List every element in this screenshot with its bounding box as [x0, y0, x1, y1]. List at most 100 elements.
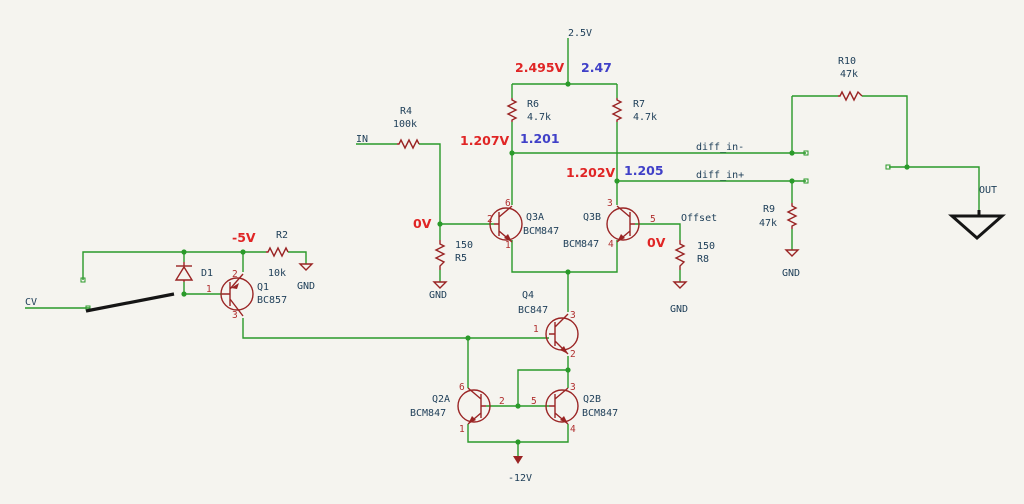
q1-value: BC857 [257, 295, 287, 306]
output-ground-icon [948, 210, 1006, 240]
pin-number: 2 [499, 396, 505, 407]
resistor-r10[interactable] [838, 90, 863, 102]
pin-number: 1 [505, 240, 511, 251]
junction-dot [181, 249, 187, 255]
gnd-label-r5: GND [429, 290, 447, 301]
wire-q3b-base [635, 223, 681, 240]
voltage-r6-top: 2.495V [515, 60, 565, 75]
pin-number: 1 [459, 424, 465, 435]
pin-number: 3 [570, 310, 576, 321]
pin-number: 6 [459, 382, 465, 393]
wire-r4-base [419, 143, 441, 240]
resistor-r7[interactable] [611, 98, 623, 122]
r10-value: 47k [840, 69, 858, 80]
pin-number: 3 [232, 310, 238, 321]
wire-q1-q4 [242, 318, 549, 339]
junction-dot [565, 81, 571, 87]
wire-end-marker [803, 178, 809, 184]
q2b-value: BCM847 [582, 408, 618, 419]
pin-number: 5 [531, 396, 537, 407]
supply-label: 2.5V [568, 28, 592, 39]
q2b-ref: Q2B [583, 394, 601, 405]
q4-ref: Q4 [522, 290, 534, 301]
r4-value: 100k [393, 119, 417, 130]
resistor-r6[interactable] [506, 98, 518, 122]
q1-ref: Q1 [257, 282, 269, 293]
junction-dot [465, 335, 471, 341]
wire-d1-base [183, 282, 222, 295]
transistor-q2b[interactable] [545, 387, 579, 425]
junction-dot [565, 367, 571, 373]
pin-number: 3 [570, 382, 576, 393]
r2-value: 10k [268, 268, 286, 279]
wire-emitter-tail [511, 240, 618, 273]
resistor-r9[interactable] [786, 203, 798, 229]
q4-value: BC847 [518, 305, 548, 316]
junction-dot [509, 150, 515, 156]
voltage-q3a-collector-sim: 1.201 [520, 131, 560, 146]
resistor-r8[interactable] [674, 240, 686, 270]
r5-value: 150 [455, 240, 473, 251]
wire-out [907, 166, 980, 210]
net-diff-in-minus: diff_in- [696, 142, 744, 153]
pin-number: 5 [650, 214, 656, 225]
voltage-q3a-collector: 1.207V [460, 133, 510, 148]
wire-q4-mirror [517, 356, 569, 406]
gnd-icon [298, 263, 314, 271]
neg-supply-icon [513, 456, 523, 464]
gnd-label-r2: GND [297, 281, 315, 292]
transistor-q4[interactable] [545, 313, 579, 355]
junction-dot [789, 150, 795, 156]
q3b-ref: Q3B [583, 212, 601, 223]
r8-value: 150 [697, 241, 715, 252]
wire-ends [80, 150, 891, 311]
wire-mirror-emitters [467, 424, 569, 443]
voltage-q3b-collector: 1.202V [566, 165, 616, 180]
voltage-q3b-collector-sim: 1.205 [624, 163, 664, 178]
gnd-label-r8: GND [670, 304, 688, 315]
pin-number: 4 [570, 424, 576, 435]
wires [25, 38, 980, 456]
r9-ref: R9 [763, 204, 775, 215]
in-label: IN [356, 134, 368, 145]
transistor-q1[interactable] [220, 273, 254, 317]
pin-number: 6 [505, 198, 511, 209]
voltage-q3b-base: 0V [647, 235, 666, 250]
neg-supply-label: -12V [508, 473, 532, 484]
r10-ref: R10 [838, 56, 856, 67]
d1-ref: D1 [201, 268, 213, 279]
wire-d1-top [82, 251, 244, 280]
resistor-r5[interactable] [434, 240, 446, 270]
r4-ref: R4 [400, 106, 412, 117]
transistor-q2a[interactable] [457, 387, 491, 425]
q3a-value: BCM847 [523, 226, 559, 237]
resistor-r4[interactable] [397, 138, 420, 150]
cv-label: CV [25, 297, 37, 308]
junction-dot [515, 439, 521, 445]
gnd-icon [432, 281, 448, 289]
diode-d1[interactable] [174, 262, 194, 282]
junction-dot [437, 221, 443, 227]
q3b-value: BCM847 [563, 239, 599, 250]
gnd-icon [784, 249, 800, 257]
r7-value: 4.7k [633, 112, 657, 123]
resistor-r2[interactable] [266, 246, 289, 258]
r7-ref: R7 [633, 99, 645, 110]
pin-number: 2 [487, 214, 493, 225]
junction-dot [614, 178, 620, 184]
transistor-q3b[interactable] [606, 205, 640, 243]
r6-ref: R6 [527, 99, 539, 110]
pin-number: 1 [206, 284, 212, 295]
pin-number: 2 [232, 269, 238, 280]
r8-ref: R8 [697, 254, 709, 265]
pin-number: 2 [570, 349, 576, 360]
junction-dot [515, 403, 521, 409]
r2-ref: R2 [276, 230, 288, 241]
r5-ref: R5 [455, 253, 467, 264]
wire-r2-gnd [288, 251, 307, 264]
transistor-q3a[interactable] [489, 205, 523, 243]
wire-end-marker [885, 164, 891, 170]
pin-number: 3 [607, 198, 613, 209]
junction-dot [904, 164, 910, 170]
